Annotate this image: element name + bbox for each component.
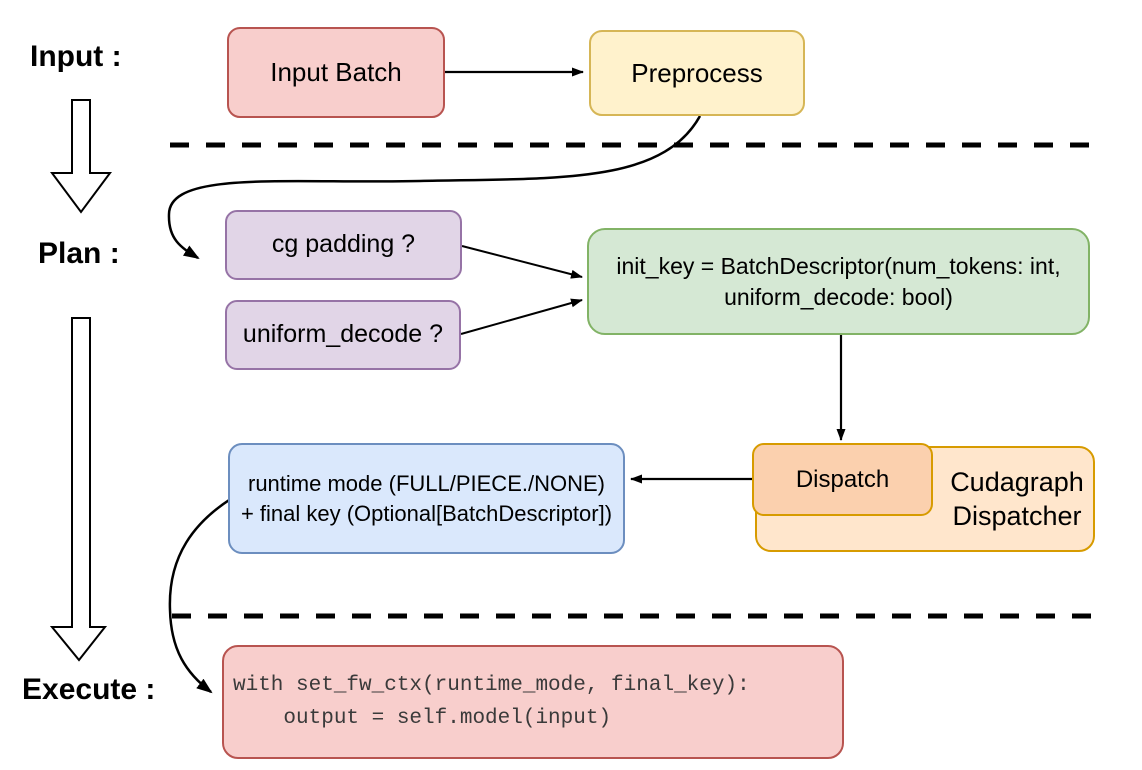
dispatch-node: Dispatch xyxy=(752,443,933,516)
uniform-decode-node: uniform_decode ? xyxy=(225,300,461,370)
arrow-preprocess-to-cg-padding xyxy=(167,115,702,260)
phase-label-input: Input : xyxy=(30,40,122,73)
execute-code-line2: output = self.model(input) xyxy=(233,707,612,730)
arrow-cg-padding-to-init-key xyxy=(461,245,583,279)
init-key-line2: uniform_decode: bool) xyxy=(724,283,953,310)
runtime-mode-node: runtime mode (FULL/PIECE./NONE) + final … xyxy=(228,443,625,554)
input-batch-label: Input Batch xyxy=(270,57,402,88)
arrow-runtime-mode-to-execute-code xyxy=(168,488,247,694)
preprocess-label: Preprocess xyxy=(631,57,763,88)
dispatch-label: Dispatch xyxy=(795,465,890,493)
arrow-uniform-decode-to-init-key xyxy=(460,298,583,335)
cg-padding-node: cg padding ? xyxy=(225,210,462,280)
cg-padding-label: cg padding ? xyxy=(271,230,416,259)
execute-code-node: with set_fw_ctx(runtime_mode, final_key)… xyxy=(222,645,844,759)
cudagraph-dispatcher-line2: Dispatcher xyxy=(952,501,1082,531)
hollow-arrow-input-to-plan xyxy=(50,99,112,214)
init-key-line1: init_key = BatchDescriptor(num_tokens: i… xyxy=(616,252,1061,279)
init-key-node: init_key = BatchDescriptor(num_tokens: i… xyxy=(587,228,1090,335)
hollow-arrow-plan-to-execute xyxy=(49,317,108,662)
input-batch-node: Input Batch xyxy=(227,27,445,118)
execute-code-line1: with set_fw_ctx(runtime_mode, final_key)… xyxy=(233,674,750,697)
cudagraph-dispatcher-line1: Cudagraph xyxy=(950,467,1084,497)
preprocess-node: Preprocess xyxy=(589,30,805,116)
runtime-mode-line2: + final key (Optional[BatchDescriptor]) xyxy=(240,500,613,526)
cudagraph-dispatcher-label: Cudagraph Dispatcher xyxy=(937,448,1097,550)
uniform-decode-label: uniform_decode ? xyxy=(242,320,444,349)
phase-label-execute: Execute : xyxy=(22,673,156,706)
phase-label-plan: Plan : xyxy=(38,237,120,270)
runtime-mode-line1: runtime mode (FULL/PIECE./NONE) xyxy=(248,470,605,496)
